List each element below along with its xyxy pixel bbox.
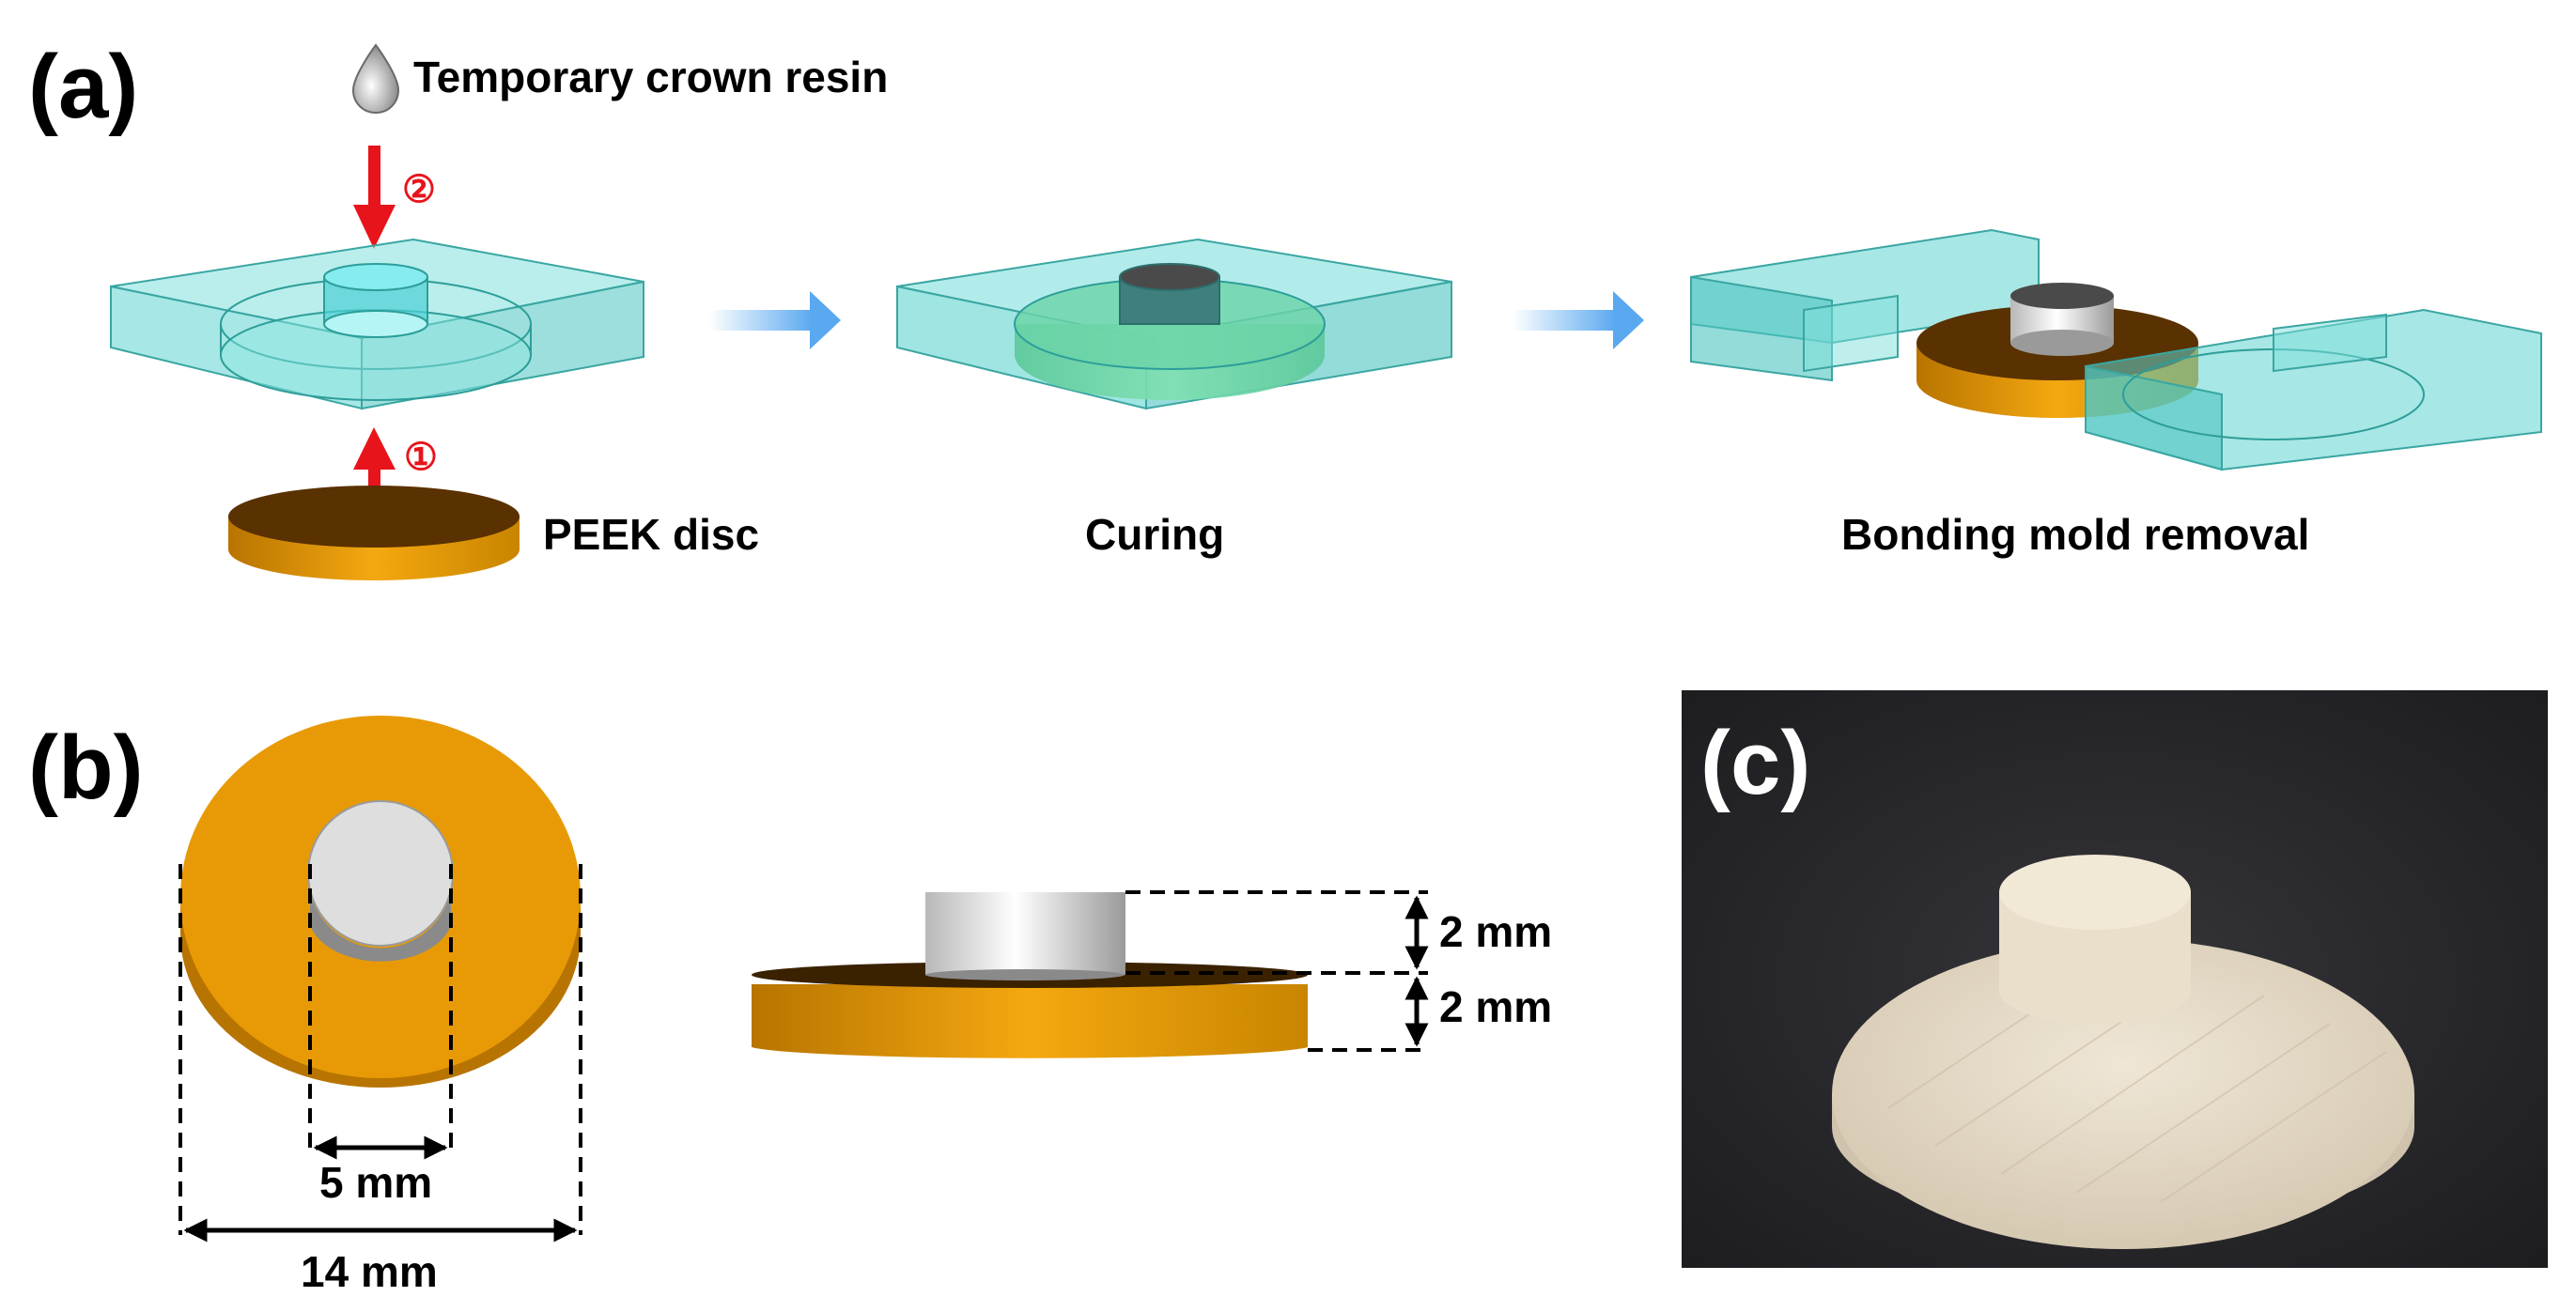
- resin-drop-icon: [351, 43, 400, 115]
- mold-open: [110, 238, 644, 410]
- mold-removal: [1690, 228, 2542, 471]
- specimen-photo: [1682, 690, 2548, 1268]
- peek-disc: [228, 486, 520, 580]
- step-1-label: ①: [404, 437, 438, 478]
- flow-arrow-icon: [709, 291, 841, 349]
- flow-arrow-icon: [1513, 291, 1644, 349]
- removal-label: Bonding mold removal: [1841, 510, 2309, 559]
- resin-label: Temporary crown resin: [413, 53, 888, 101]
- red-arrow-down-icon: [353, 146, 396, 249]
- inner-diameter-label: 5 mm: [319, 1158, 432, 1207]
- panel-label-c: (c): [1700, 713, 1810, 813]
- outer-diameter-label: 14 mm: [301, 1247, 438, 1296]
- disc-height-label: 2 mm: [1439, 982, 1552, 1031]
- curing-label: Curing: [1085, 510, 1224, 559]
- crown-height-label: 2 mm: [1439, 907, 1552, 956]
- peek-disc-label: PEEK disc: [543, 510, 759, 559]
- panel-label-b: (b): [28, 718, 144, 818]
- panel-label-a: (a): [28, 37, 138, 137]
- disc-side-view: [752, 892, 1308, 1058]
- step-2-label: ②: [402, 169, 436, 210]
- disc-top-view: [180, 716, 581, 1088]
- mold-curing: [896, 238, 1452, 410]
